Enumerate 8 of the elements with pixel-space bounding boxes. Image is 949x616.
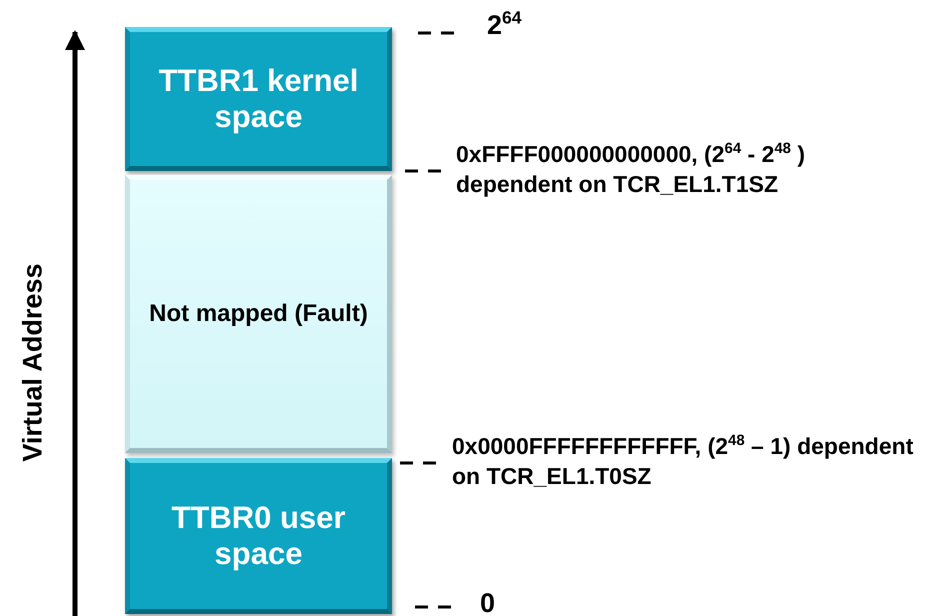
address-region-box: TTBR1 kernel space bbox=[125, 27, 392, 171]
axis-label: Virtual Address bbox=[16, 262, 48, 464]
address-note: 0x0000FFFFFFFFFFFF, (2$^{48}$ – 1) dependent on TCR_EL1.T0SZ bbox=[452, 432, 914, 491]
address-region-box: TTBR0 user space bbox=[125, 458, 392, 614]
address-note: 0xFFFF000000000000, (2$^{64}$ - 2$^{48}$ ) dependent on TCR_EL1.T1SZ bbox=[456, 140, 806, 199]
unmapped-region-box: Not mapped (Fault) bbox=[125, 175, 392, 453]
address-value: 0 bbox=[480, 587, 496, 616]
address-value: 2$^{64}$ bbox=[487, 8, 522, 42]
